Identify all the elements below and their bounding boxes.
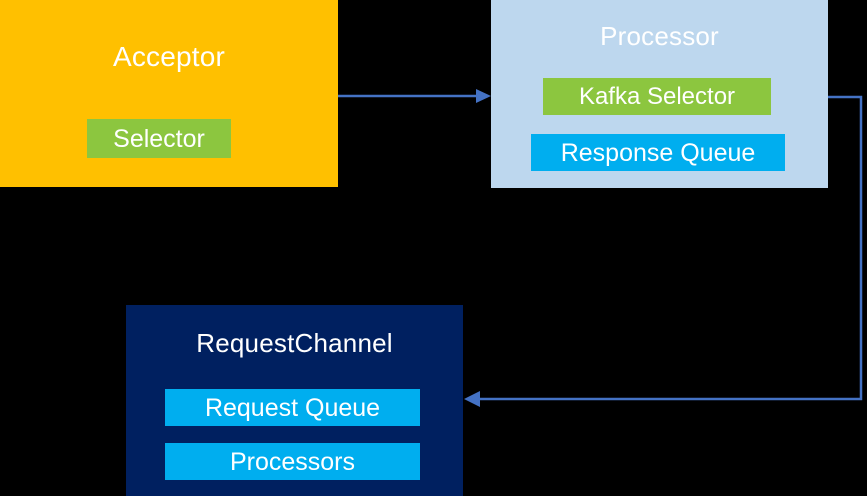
response-queue-label: Response Queue [560, 138, 756, 167]
node-processor-child-response-queue[interactable]: Response Queue [531, 134, 785, 171]
arrowhead-into-request-channel [464, 391, 480, 407]
node-acceptor[interactable]: Acceptor Selector [0, 0, 338, 187]
node-request-channel[interactable]: RequestChannel Request Queue Processors [126, 305, 463, 496]
selector-label: Selector [113, 124, 205, 153]
node-acceptor-title: Acceptor [112, 41, 226, 72]
node-processor-title: Processor [600, 21, 719, 51]
processors-label: Processors [229, 447, 356, 476]
node-processor-child-kafka-selector[interactable]: Kafka Selector [543, 78, 771, 115]
kafka-selector-label: Kafka Selector [578, 83, 736, 110]
node-request-channel-child-processors[interactable]: Processors [165, 443, 420, 480]
node-request-channel-title: RequestChannel [196, 328, 393, 358]
request-queue-label: Request Queue [204, 393, 381, 422]
connector-acceptor-to-processor [338, 89, 491, 103]
node-request-channel-child-request-queue[interactable]: Request Queue [165, 389, 420, 426]
node-processor[interactable]: Processor Kafka Selector Response Queue [491, 0, 828, 188]
node-acceptor-child-selector[interactable]: Selector [87, 119, 231, 158]
arrowhead-into-processor [476, 89, 491, 103]
